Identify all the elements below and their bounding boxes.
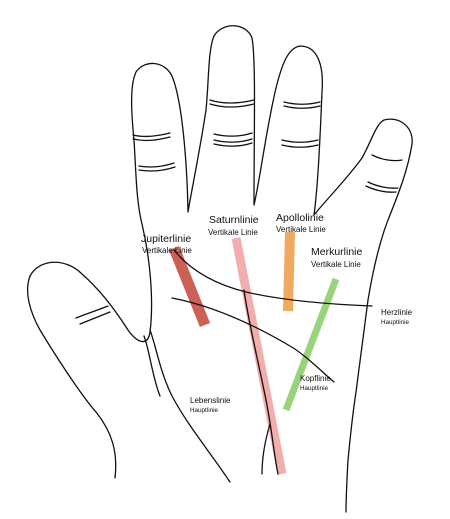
herz-sublabel: Hauptlinie [381, 319, 410, 326]
apollo-line-highlight [283, 231, 295, 312]
merkur-line-highlight [282, 277, 340, 412]
merkur-label: Merkurlinie [311, 246, 363, 258]
saturnlinie [243, 289, 279, 475]
saturn-sublabel: Vertikale Linie [208, 228, 258, 237]
lebenslinie-inner [143, 335, 161, 397]
saturn-label: Saturnlinie [209, 214, 259, 226]
finger-creases [75, 99, 403, 325]
apollo-label: Apollolinie [276, 212, 324, 224]
merkur-sublabel: Vertikale Linie [311, 260, 361, 269]
lebenslinie [149, 329, 231, 483]
herz-label: Herzlinie [381, 308, 413, 317]
kopflinie [171, 297, 335, 383]
leben-label: Lebenslinie [190, 396, 231, 405]
jupiter-sublabel: Vertikale Linie [142, 246, 192, 255]
saturnlinie-lower [261, 423, 271, 475]
kopf-label: Kopflinie [300, 374, 331, 383]
apollo-sublabel: Vertikale Linie [276, 225, 326, 234]
kopf-sublabel: Hauptlinie [300, 385, 329, 392]
jupiter-label: Jupiterlinie [141, 233, 192, 245]
hand-outline [26, 25, 413, 513]
jupiter-line-highlight [168, 245, 211, 328]
herzlinie [173, 249, 373, 307]
saturn-line-highlight [231, 237, 287, 475]
leben-sublabel: Hauptlinie [190, 407, 219, 414]
